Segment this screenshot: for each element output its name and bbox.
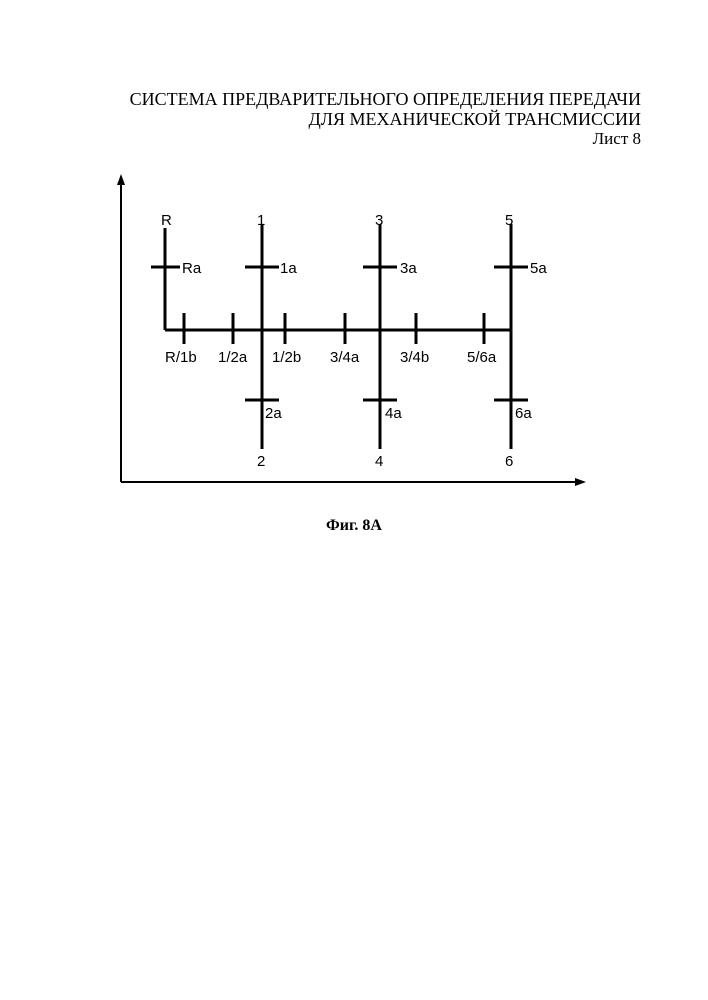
gear-end-labels: R 1 3 5 2 4 6 [161,212,513,470]
label-2a: 2a [265,405,282,422]
label-gear-5: 5 [505,212,513,229]
label-34b: 3/4b [400,349,429,366]
x-axis-arrowhead [575,478,586,486]
label-gear-6: 6 [505,453,513,470]
label-4a: 4a [385,405,402,422]
shift-lines [165,224,511,449]
label-12b: 1/2b [272,349,301,366]
label-gear-1: 1 [257,212,265,229]
label-3a: 3a [400,260,417,277]
tick-labels: Ra 1a 3a 5a 2a 4a 6a R/1b 1/2a 1/2b 3/4a… [165,260,547,422]
label-R1b: R/1b [165,349,197,366]
label-gear-2: 2 [257,453,265,470]
label-R: R [161,212,172,229]
label-gear-4: 4 [375,453,383,470]
gear-ticks [151,267,528,400]
label-34a: 3/4a [330,349,360,366]
label-gear-3: 3 [375,212,383,229]
label-6a: 6a [515,405,532,422]
label-12a: 1/2a [218,349,248,366]
y-axis-arrowhead [117,174,125,185]
label-Ra: Ra [182,260,202,277]
label-5a: 5a [530,260,547,277]
figure-caption: Фиг. 8A [0,517,708,535]
label-56a: 5/6a [467,349,497,366]
label-1a: 1a [280,260,297,277]
